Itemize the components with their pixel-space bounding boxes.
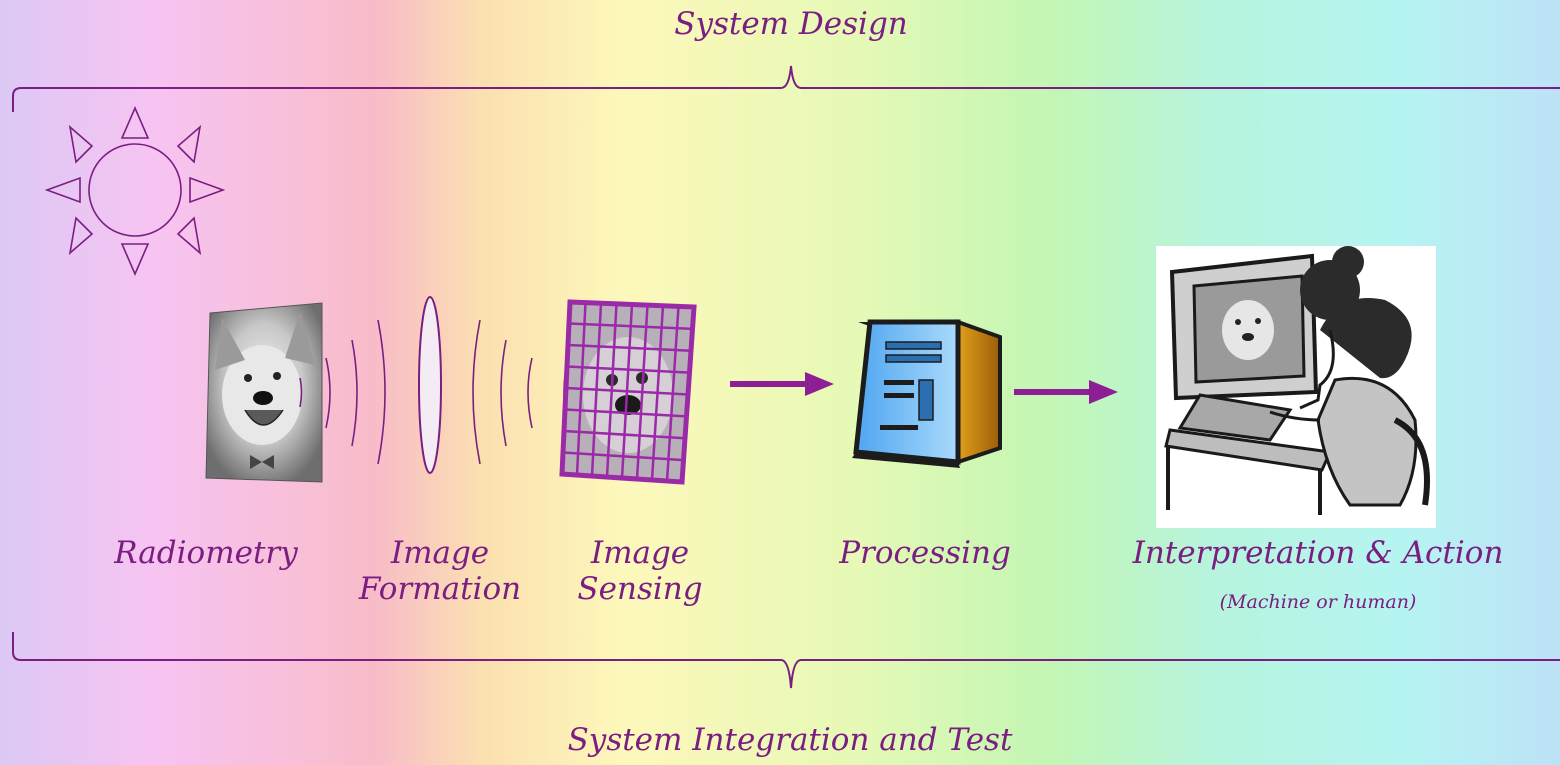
image-sensing-line1: Image [590,535,690,571]
image-formation-line1: Image [390,535,490,571]
stage-processing-label: Processing [839,535,1011,571]
stage-interpretation-label: Interpretation & Action [1132,535,1504,571]
sun-icon [44,105,226,277]
sensor-grid-line [564,408,687,418]
bottom-brace [12,632,1560,689]
interpretation-note-label: (Machine or human) [1219,591,1417,613]
dog-photo [205,302,323,483]
top-brace [12,65,1560,112]
image-formation-line2: Formation [358,571,522,608]
computer-tower-icon [852,319,1002,468]
stage-image-sensing-label: Image Sensing [555,535,725,608]
image-sensing-line2: Sensing [577,571,703,608]
system-integration-label: System Integration and Test [567,722,1013,758]
person-at-computer-icon [1156,246,1436,528]
arrow-right-icon [1014,380,1118,404]
sensor-grid-icon [559,299,697,485]
sensor-grid-line [650,305,665,481]
stage-radiometry-label: Radiometry [114,535,298,571]
sensor-grid-line [563,429,686,440]
wavefront-left [299,319,386,465]
lens-icon [418,296,442,474]
stage-image-formation-label: Image Formation [350,535,530,608]
sensor-grid-line [562,451,684,462]
sensor-grid-line [565,386,689,396]
wavefront-right [472,319,569,465]
arrow-right-icon [730,372,834,396]
system-design-label: System Design [674,6,908,42]
sensor-grid-line [665,306,680,482]
sensor-grid-line [635,305,649,480]
